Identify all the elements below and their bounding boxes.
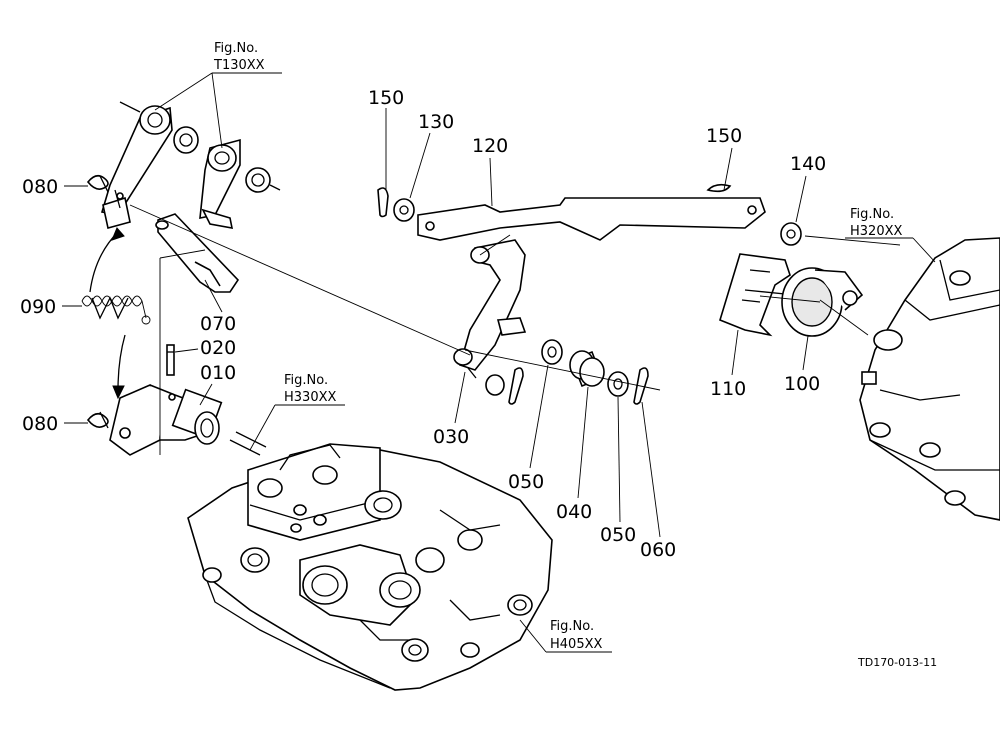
washer-small-mid — [485, 367, 524, 405]
label-070: 070 — [200, 279, 236, 335]
rod-070 — [155, 213, 240, 293]
fig-ref-h320: Fig.No. H320XX — [845, 207, 936, 263]
lever-030 — [453, 239, 527, 379]
fig-ref-t130: Fig.No. T130XX — [154, 41, 282, 149]
svg-text:080: 080 — [22, 413, 58, 435]
svg-text:Fig.No.: Fig.No. — [850, 207, 894, 222]
svg-text:T130XX: T130XX — [213, 58, 265, 73]
washer-140 — [780, 222, 802, 246]
washer-050a — [541, 339, 563, 365]
svg-text:150: 150 — [368, 87, 404, 109]
arm-assembly-t130 — [100, 101, 281, 229]
svg-text:120: 120 — [472, 135, 508, 157]
svg-text:080: 080 — [22, 176, 58, 198]
fig-ref-h405: Fig.No. H405XX — [519, 619, 612, 653]
svg-text:110: 110 — [710, 378, 746, 400]
svg-text:050: 050 — [508, 471, 544, 493]
washer-130 — [393, 198, 415, 222]
svg-text:140: 140 — [790, 153, 826, 175]
label-120: 120 — [472, 135, 508, 207]
svg-text:090: 090 — [20, 296, 56, 318]
label-040: 040 — [556, 386, 592, 523]
svg-text:010: 010 — [200, 362, 236, 384]
svg-text:100: 100 — [784, 373, 820, 395]
washer-050b — [607, 371, 629, 397]
pin-020 — [166, 344, 175, 376]
label-030: 030 — [433, 371, 469, 448]
label-050-right: 050 — [600, 396, 636, 546]
svg-text:150: 150 — [706, 125, 742, 147]
valve-housing — [187, 431, 553, 691]
svg-text:070: 070 — [200, 313, 236, 335]
label-150-left: 150 — [368, 87, 404, 190]
label-060: 060 — [640, 401, 676, 561]
svg-text:040: 040 — [556, 501, 592, 523]
spring-090 — [81, 295, 151, 325]
svg-text:Fig.No.: Fig.No. — [550, 619, 594, 634]
clip-150-left — [377, 187, 389, 218]
label-080-top: 080 — [22, 176, 88, 198]
drawing-code: TD170-013-11 — [857, 656, 937, 669]
svg-text:Fig.No.: Fig.No. — [284, 373, 328, 388]
label-020: 020 — [174, 337, 236, 359]
label-090: 090 — [20, 296, 82, 318]
label-150-right: 150 — [706, 125, 742, 191]
label-140: 140 — [790, 153, 826, 223]
clip-080-bottom — [86, 411, 109, 429]
lever-120 — [417, 197, 766, 241]
label-110: 110 — [710, 329, 746, 400]
svg-text:H320XX: H320XX — [850, 224, 902, 239]
svg-text:030: 030 — [433, 426, 469, 448]
clip-080-top — [86, 174, 109, 193]
svg-text:060: 060 — [640, 539, 676, 561]
shaft-arm-010 — [109, 384, 223, 456]
collar-040 — [569, 350, 605, 388]
label-080-bottom: 080 — [22, 413, 88, 435]
svg-text:020: 020 — [200, 337, 236, 359]
label-100: 100 — [784, 335, 820, 395]
svg-text:H330XX: H330XX — [284, 390, 336, 405]
svg-text:H405XX: H405XX — [550, 637, 602, 652]
clip-150-right — [706, 183, 732, 193]
cam-ring-100 — [781, 267, 864, 337]
svg-text:050: 050 — [600, 524, 636, 546]
fig-ref-h330: Fig.No. H330XX — [249, 373, 345, 451]
label-130: 130 — [409, 111, 454, 199]
svg-text:Fig.No.: Fig.No. — [214, 41, 258, 56]
svg-text:130: 130 — [418, 111, 454, 133]
label-010: 010 — [199, 362, 236, 406]
label-050-left: 050 — [508, 364, 549, 493]
hitch-housing — [859, 237, 1000, 521]
